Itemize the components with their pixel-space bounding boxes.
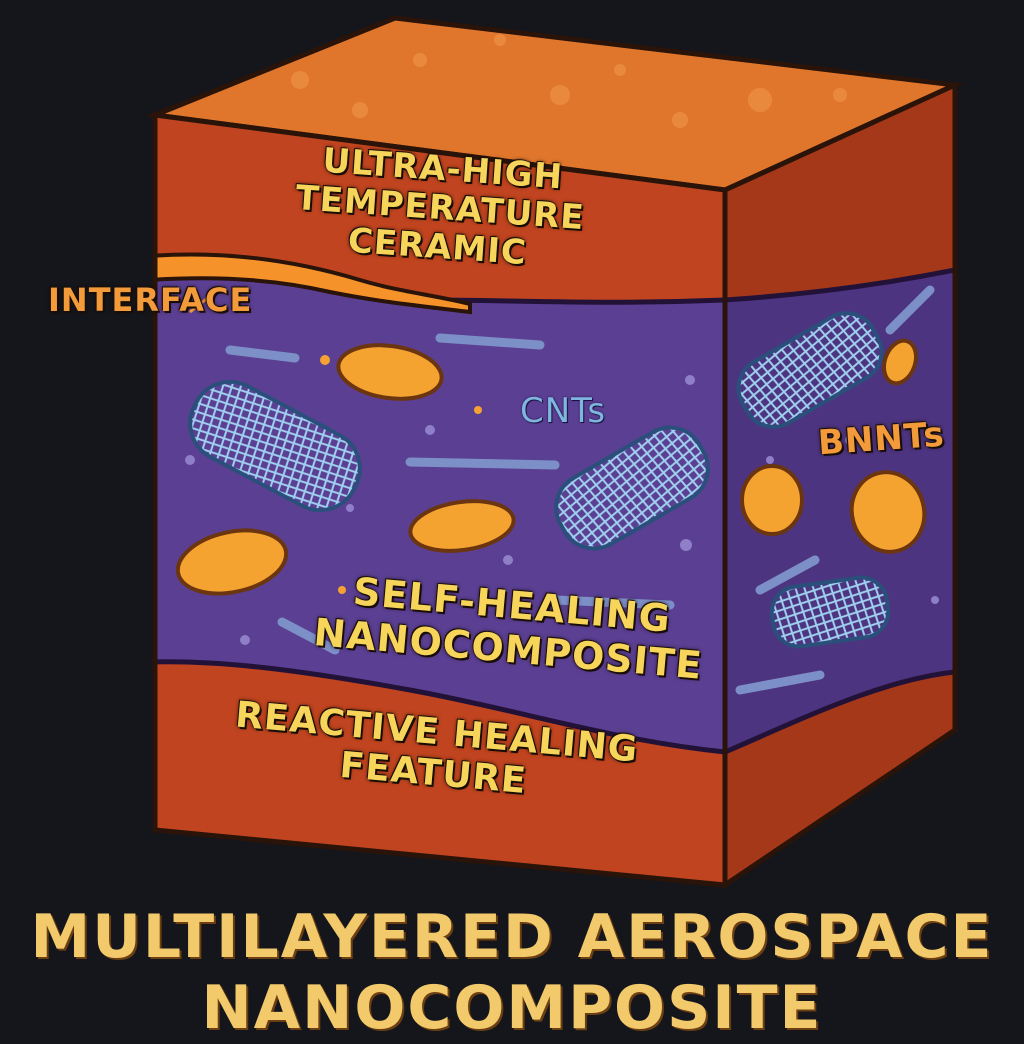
label-interface: INTERFACE bbox=[48, 281, 253, 319]
top-face-texture bbox=[291, 34, 847, 128]
diagram-title: MULTILAYERED AEROSPACE NANOCOMPOSITE bbox=[0, 902, 1024, 1044]
healing-capsule bbox=[408, 499, 516, 553]
nanofibers bbox=[225, 285, 935, 695]
boron-nitride-nanotube bbox=[736, 311, 884, 429]
healing-capsule bbox=[740, 464, 804, 536]
title-line2: NANOCOMPOSITE bbox=[201, 972, 823, 1043]
boron-nitride-nanotube bbox=[769, 575, 891, 649]
interface-pointer bbox=[189, 294, 211, 314]
title-line1: MULTILAYERED AEROSPACE bbox=[30, 902, 994, 972]
label-cnts: CNTs bbox=[520, 391, 607, 431]
healing-capsule bbox=[175, 528, 289, 596]
interface-layer bbox=[155, 252, 472, 315]
particles bbox=[185, 375, 939, 645]
nanotubes bbox=[188, 311, 891, 649]
carbon-nanotube bbox=[188, 379, 362, 513]
healing-capsules bbox=[175, 338, 927, 596]
top-layer-label-line1: ULTRA-HIGH TEMPERATURE bbox=[294, 140, 586, 239]
healing-capsule bbox=[849, 470, 927, 554]
healing-capsule bbox=[336, 343, 444, 401]
small-capsules bbox=[320, 355, 482, 594]
carbon-nanotube bbox=[554, 425, 710, 551]
healing-capsule bbox=[882, 338, 918, 386]
